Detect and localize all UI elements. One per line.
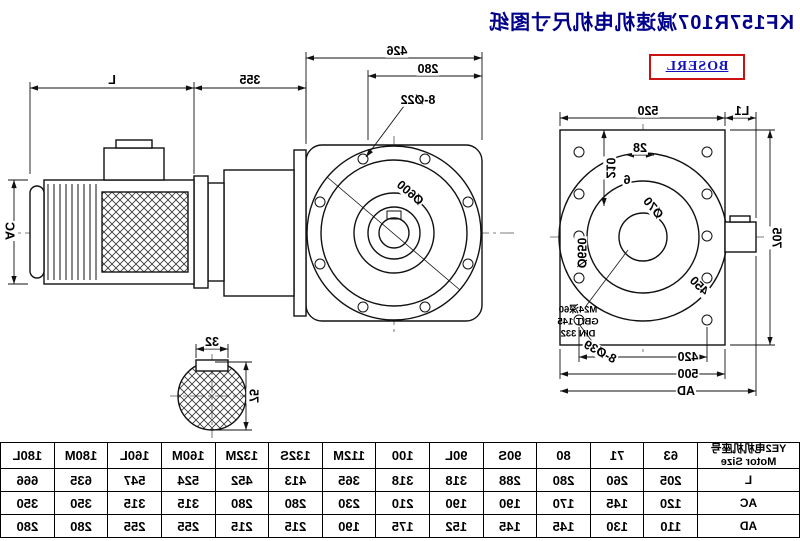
table-cell: 413 [268, 468, 323, 492]
table-cell: 280 [268, 491, 323, 515]
table-cell: 318 [375, 468, 430, 492]
table-cell: 255 [161, 514, 216, 538]
table-cell: 145 [590, 491, 644, 515]
dim-label-355: 355 [238, 72, 262, 87]
table-cell: 280 [536, 468, 591, 492]
table-cell: 547 [107, 468, 162, 492]
dimension-lines [8, 52, 775, 431]
table-cell: 71 [590, 442, 644, 469]
front-view [305, 144, 483, 322]
dim-label-705: 705 [769, 226, 784, 250]
table-row-header: L [697, 468, 800, 492]
flange-view [558, 129, 757, 346]
table-cell: 288 [483, 468, 537, 492]
dim-label-420: 420 [676, 349, 700, 364]
table-row-header: AD [697, 514, 800, 538]
table-cell: 180L [0, 442, 55, 469]
table-cell: 280 [215, 491, 269, 515]
technical-drawing [5, 52, 775, 438]
table-cell: 132M [215, 442, 269, 469]
dim-label-500: 500 [676, 366, 700, 381]
table-cell: 80 [536, 442, 591, 469]
table-row-header: AC [697, 491, 800, 515]
table-cell: 190 [483, 491, 537, 515]
table-cell: 318 [429, 468, 484, 492]
table-cell: 63 [643, 442, 698, 469]
table-cell: 205 [643, 468, 698, 492]
table-cell: 350 [0, 491, 55, 515]
table-cell: 110 [643, 514, 698, 538]
dim-label-8-d22-holes: 8-Ø22 [399, 92, 437, 107]
table-cell: 190 [322, 514, 376, 538]
table-cell: 145 [483, 514, 537, 538]
table-cell: 160M [161, 442, 216, 469]
table-cell: 210 [375, 491, 430, 515]
table-cell: 215 [215, 514, 269, 538]
dim-label-key-32: 32 [204, 334, 220, 349]
table-cell: 280 [0, 514, 55, 538]
tap-spec-line1: M24深60 [558, 304, 598, 316]
dim-label-shaft-75: 75 [246, 388, 261, 404]
table-cell: 100 [375, 442, 430, 469]
table-cell: 666 [0, 468, 55, 492]
table-cell: 315 [161, 491, 216, 515]
table-cell: 280 [54, 514, 108, 538]
dim-label-280: 280 [416, 61, 440, 76]
dim-label-AC: AC [2, 220, 17, 242]
table-cell: 170 [536, 491, 591, 515]
table-cell: 145 [536, 514, 591, 538]
table-cell: 365 [322, 468, 376, 492]
table-cell: 635 [54, 468, 108, 492]
table-cell: 160L [107, 442, 162, 469]
dim-label-6: 6 [622, 172, 632, 187]
table-cell: 132S [268, 442, 323, 469]
dim-label-motor-length: L [107, 72, 117, 87]
table-cell: 112M [322, 442, 376, 469]
dim-label-L1: L1 [733, 103, 751, 118]
table-cell: 315 [107, 491, 162, 515]
table-cell: 90S [483, 442, 537, 469]
tap-spec-line3: DIN 332 [560, 328, 596, 340]
table-cell: 524 [161, 468, 216, 492]
table-cell: 120 [643, 491, 698, 515]
dim-label-28: 28 [632, 140, 648, 155]
table-cell: 180M [54, 442, 108, 469]
table-cell: 215 [268, 514, 323, 538]
table-cell: 190 [429, 491, 484, 515]
shaft-section-view [177, 359, 247, 431]
table-cell: 175 [375, 514, 430, 538]
table-cell: 130 [590, 514, 644, 538]
table-cell: 255 [107, 514, 162, 538]
table-cell: 452 [215, 468, 269, 492]
dim-label-426: 426 [385, 43, 409, 58]
side-view [29, 139, 307, 317]
table-cell: 152 [429, 514, 484, 538]
dim-label-AD: AD [675, 383, 697, 398]
table-cell: 90L [429, 442, 484, 469]
table-cell: 260 [590, 468, 644, 492]
table-cell: 350 [54, 491, 108, 515]
dim-label-520: 520 [636, 103, 660, 118]
dim-label-dia650: Ø650 [574, 236, 589, 270]
table-cell: 230 [322, 491, 376, 515]
tap-spec-line2: GB/T 145 [557, 316, 599, 328]
dim-label-210: 210 [603, 156, 618, 180]
